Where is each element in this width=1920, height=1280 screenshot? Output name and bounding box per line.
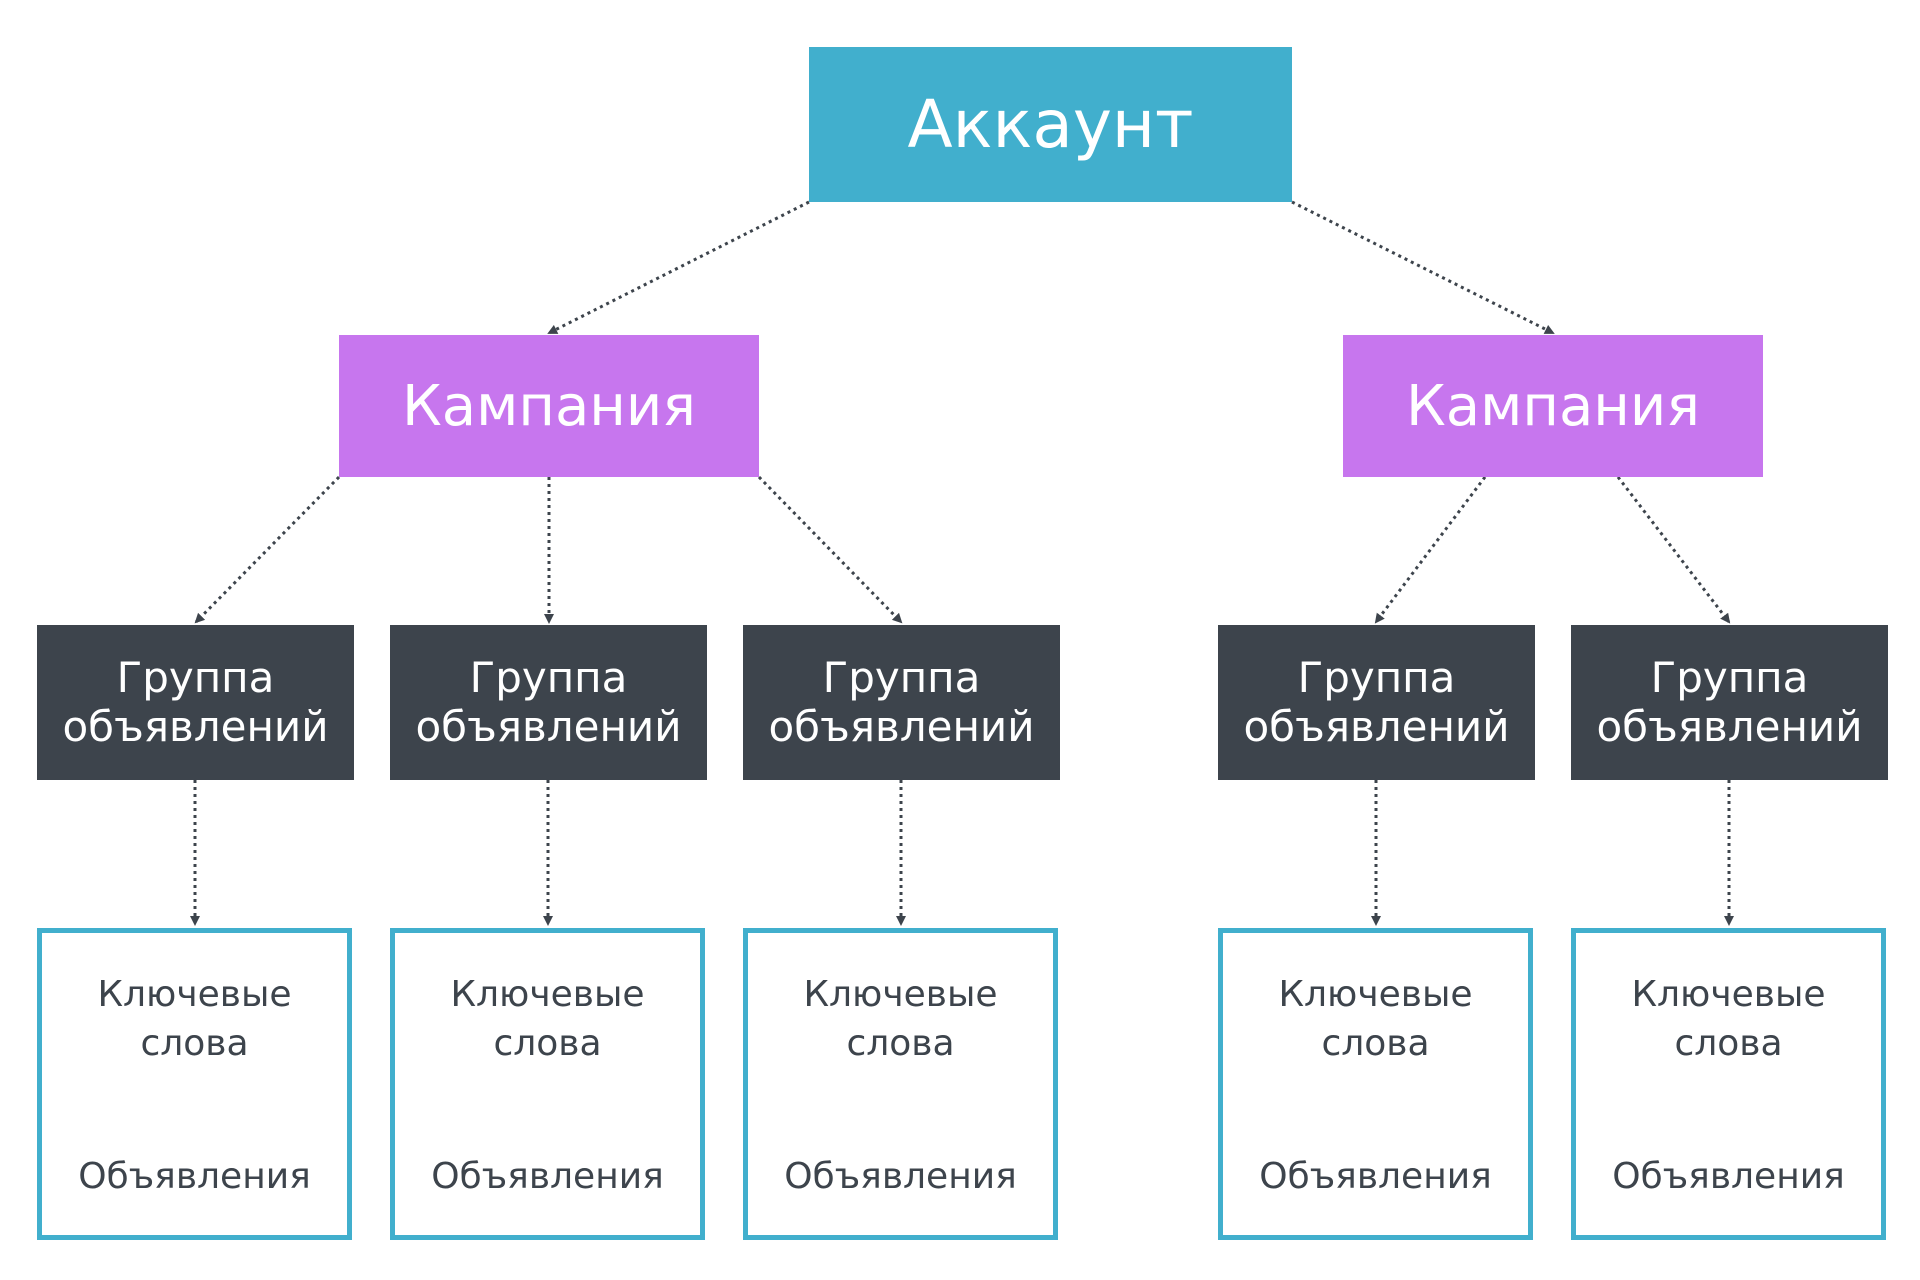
ad-group-title: Группа [822,653,981,703]
connector-account-campaign-2 [1291,200,1555,335]
ad-group-box: Группа объявлений [37,625,354,780]
connector-campaign2-group4 [1374,476,1487,624]
ad-group-subtitle: объявлений [62,701,329,751]
ad-group-subtitle: объявлений [415,701,682,751]
keywords-label: Ключевые слова [97,974,292,1064]
ad-group-content-box: Ключевые слова Объявления [1218,928,1533,1240]
ads-label: Объявления [784,1156,1017,1197]
connector-account-campaign-1 [547,200,810,335]
campaign-label: Кампания [402,373,696,439]
account-label: Аккаунт [907,86,1194,163]
ad-group-subtitle: объявлений [768,701,1035,751]
keywords-label: Ключевые слова [1631,974,1826,1064]
ads-label: Объявления [431,1156,664,1197]
ad-group-title: Группа [1297,653,1456,703]
connector-campaign1-group1 [194,475,341,624]
ad-group-box: Группа объявлений [743,625,1060,780]
campaign-box-1: Кампания [339,335,759,477]
ads-label: Объявления [1259,1156,1492,1197]
ad-group-content-box: Ключевые слова Объявления [37,928,352,1240]
account-box: Аккаунт [809,47,1292,202]
campaign-label: Кампания [1406,373,1700,439]
ad-group-title: Группа [116,653,275,703]
ad-group-title: Группа [469,653,628,703]
connector-campaign2-group5 [1616,476,1731,624]
ad-group-title: Группа [1650,653,1809,703]
keywords-label: Ключевые слова [803,974,998,1064]
ad-group-content-box: Ключевые слова Объявления [1571,928,1886,1240]
connector-campaign1-group3 [757,475,903,624]
ad-group-box: Группа объявлений [390,625,707,780]
ad-group-content-box: Ключевые слова Объявления [743,928,1058,1240]
ad-group-content-box: Ключевые слова Объявления [390,928,705,1240]
ad-group-box: Группа объявлений [1571,625,1888,780]
ad-group-subtitle: объявлений [1596,701,1863,751]
ad-group-box: Группа объявлений [1218,625,1535,780]
ads-label: Объявления [78,1156,311,1197]
ad-group-subtitle: объявлений [1243,701,1510,751]
ads-label: Объявления [1612,1156,1845,1197]
campaign-box-2: Кампания [1343,335,1763,477]
keywords-label: Ключевые слова [450,974,645,1064]
keywords-label: Ключевые слова [1278,974,1473,1064]
